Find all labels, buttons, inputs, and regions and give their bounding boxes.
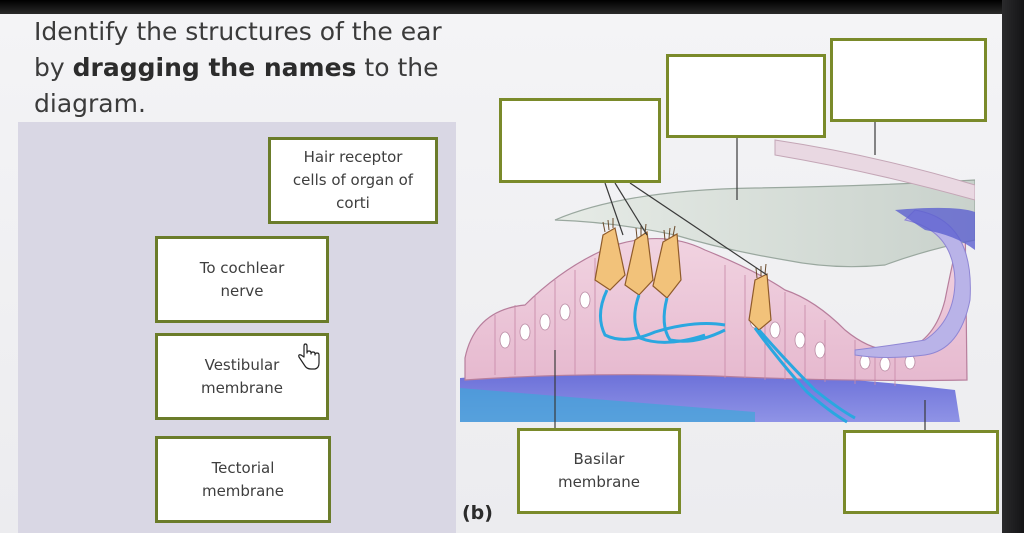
figure-label: (b) (462, 502, 493, 524)
instructions-text: Identify the structures of the ear by dr… (34, 14, 454, 122)
drop-zone-1[interactable] (499, 98, 661, 183)
hand-pointer-icon (298, 343, 320, 370)
drop-zone-5[interactable] (843, 430, 999, 514)
organ-of-corti-diagram (460, 122, 975, 430)
drop-zone-basilar-membrane[interactable]: Basilar membrane (517, 428, 681, 514)
drop-zone-2[interactable] (666, 54, 826, 138)
monitor-bezel-right (1002, 0, 1024, 533)
instructions-line-1: Identify the structures of the ear (34, 17, 442, 46)
cochlear-nerve-fibers (599, 289, 856, 424)
label-vestibular-membrane[interactable]: Vestibular membrane (155, 333, 329, 420)
label-to-cochlear-nerve[interactable]: To cochlear nerve (155, 236, 329, 323)
drop-zone-3[interactable] (830, 38, 987, 122)
label-hair-receptor-cells[interactable]: Hair receptor cells of organ of corti (268, 137, 438, 224)
instructions-line-2: by dragging the names to the (34, 53, 439, 82)
instructions-line-3: diagram. (34, 89, 146, 118)
leader-lines (554, 122, 926, 430)
label-tectorial-membrane[interactable]: Tectorial membrane (155, 436, 331, 523)
hair-cells (594, 218, 772, 331)
monitor-bezel-top (0, 0, 1024, 14)
